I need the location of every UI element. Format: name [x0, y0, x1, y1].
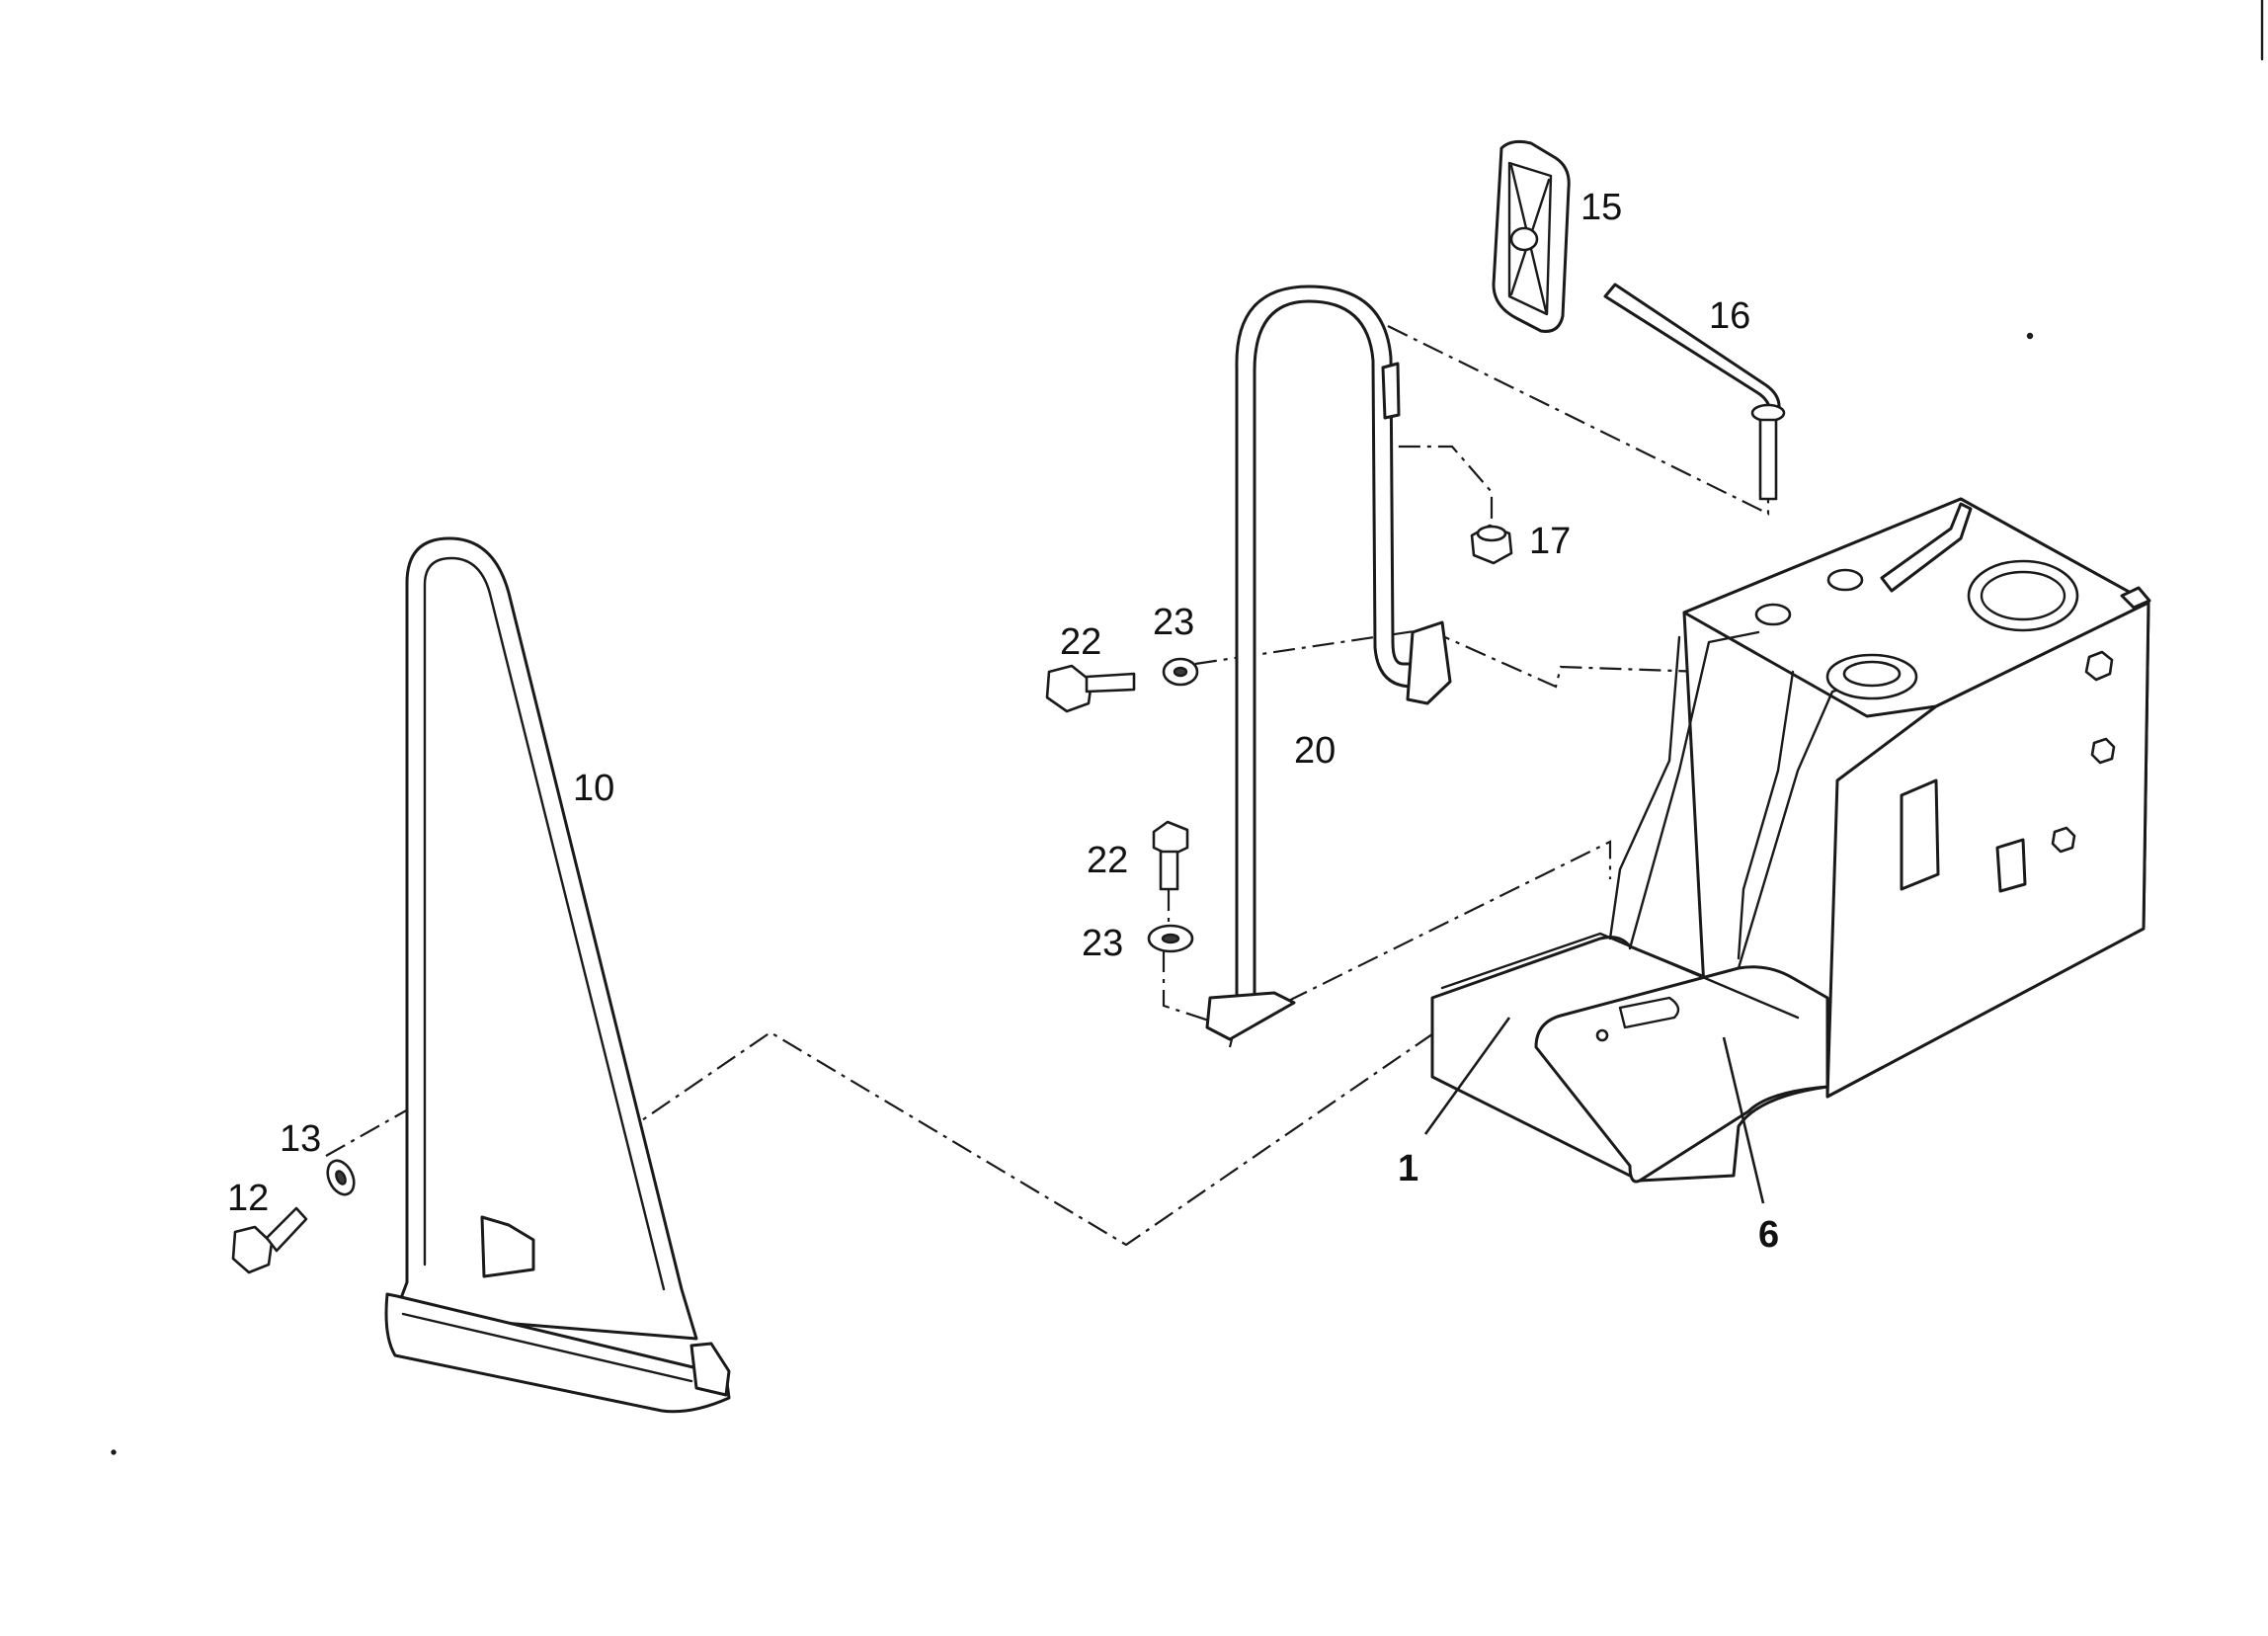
mirror-15-pivot: [1509, 226, 1539, 252]
callout-13: 13: [280, 1118, 321, 1160]
handle-base-rail: [384, 1292, 731, 1414]
mirror-assembly: [1492, 139, 1786, 501]
console-filler-cap-inner: [1842, 660, 1902, 688]
callout-15: 15: [1580, 187, 1622, 228]
callout-17: 17: [1529, 521, 1571, 562]
bolt-22-lower-shank: [1159, 850, 1179, 891]
console-panel-rib-b: [1628, 630, 1760, 950]
callout-22-lower: 22: [1087, 840, 1128, 881]
mirror-15-glass: [1507, 161, 1553, 316]
scan-dot-a: [2026, 332, 2034, 340]
callout-pointer-lines: [1423, 1017, 1765, 1204]
mirror-support-rod: [1205, 285, 1452, 1041]
callout-22-upper: 22: [1060, 621, 1101, 663]
console-seat-slot: [1618, 996, 1680, 1029]
console-bolt-a: [2084, 650, 2114, 682]
bolt-22-upper-hexhead: [1045, 664, 1094, 713]
console-body: [1430, 497, 2151, 1184]
handle-foot-bracket: [689, 1342, 731, 1397]
console-bolt-b: [2090, 737, 2116, 765]
console-side-bracket: [1900, 778, 1940, 891]
callout-labels: 1 6 10 12 13 15 16 17 20 22 23 22 23: [227, 187, 1779, 1256]
console-upright-left: [1608, 635, 1681, 941]
bolt-22-upper-assembly: [1045, 657, 1199, 713]
console-cap-small-a: [1754, 603, 1792, 626]
callout-16: 16: [1709, 295, 1750, 337]
console-right-face: [1825, 601, 2150, 1099]
mirror-arm-16-stud: [1758, 418, 1778, 501]
scan-dot-b: [111, 1449, 117, 1455]
scan-marks: [111, 0, 2264, 1455]
console-upright-mid: [1737, 670, 1795, 960]
handle-mount-bracket: [480, 1215, 535, 1278]
mirror-arm-16: [1603, 283, 1781, 417]
grab-handle-frame: [384, 536, 731, 1414]
callout-10: 10: [573, 768, 614, 809]
handle-frame-outer: [393, 536, 698, 1341]
mirror-arm-16-eye: [1750, 403, 1786, 423]
console-bolt-c: [2051, 826, 2076, 854]
leader-lower-bolt-stack: [1162, 889, 1216, 1024]
rod-upper-bracket: [1406, 620, 1452, 705]
console-seat-panel-6: [1534, 965, 1829, 1184]
console-panel-rib-a: [1440, 932, 1800, 1020]
callout-1: 1: [1398, 1148, 1418, 1189]
leader-upper-bolt-to-console: [1194, 627, 1705, 689]
handle-frame-inner: [423, 556, 666, 1291]
console-gauge-inner: [1980, 570, 2066, 621]
callout-6: 6: [1758, 1214, 1779, 1256]
console-lever: [1880, 502, 1973, 593]
nut-17: [1470, 524, 1513, 565]
washer-23-lower-hole: [1161, 933, 1180, 944]
console-right-tab: [2120, 586, 2151, 610]
rod-top-sleeve: [1381, 362, 1401, 420]
bolt-22-upper-shank: [1085, 672, 1136, 694]
callout-23-upper: 23: [1153, 602, 1194, 643]
callout-12: 12: [227, 1178, 269, 1219]
console-cap-small-b: [1826, 568, 1864, 592]
washer-23-upper-hole: [1173, 666, 1188, 678]
bolt-22-lower-assembly: [1147, 820, 1194, 953]
console-seat-hole: [1595, 1028, 1609, 1042]
bolt-12-shank: [265, 1206, 308, 1253]
callout-1-line: [1423, 1017, 1511, 1135]
callout-6-line: [1722, 1036, 1765, 1204]
bolt-12-hexhead: [231, 1225, 274, 1274]
callout-23-lower: 23: [1082, 923, 1123, 964]
nut-17-top: [1476, 525, 1507, 542]
washer-13-hole: [335, 1170, 347, 1186]
rod-foot-plate: [1205, 991, 1296, 1041]
bolt-12-assembly: [231, 1159, 356, 1274]
bolt-22-lower-hexhead: [1152, 820, 1189, 858]
console-side-switch: [1995, 838, 2027, 893]
callout-20: 20: [1294, 730, 1336, 772]
leader-rod-to-nut: [1386, 414, 1494, 524]
handle-base-inner: [401, 1312, 693, 1383]
